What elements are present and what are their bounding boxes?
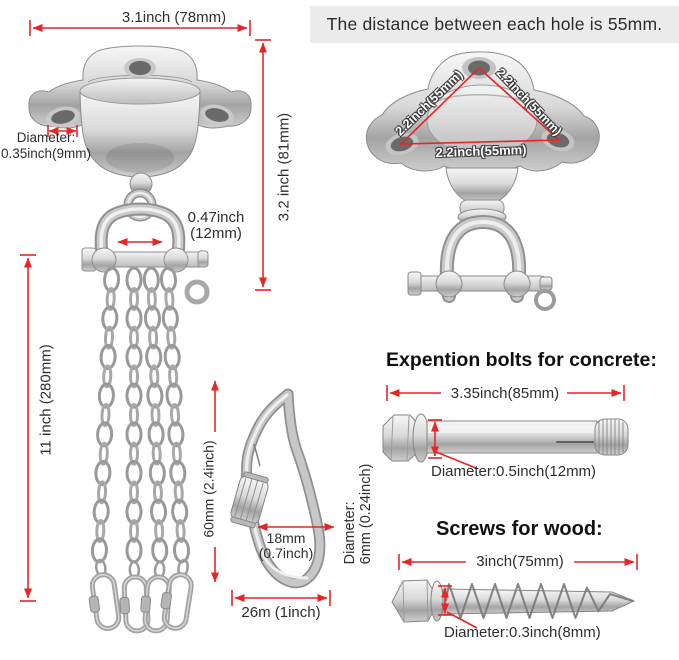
carabiner-image (230, 388, 326, 589)
screw-lock-sleeve (230, 471, 269, 529)
plate-hole-left (46, 106, 80, 128)
height-dimension-label: 3.2 inch (81mm) (275, 112, 293, 222)
cotter-ring (534, 289, 556, 311)
swing-hanger-front-image (28, 45, 252, 634)
width-dimension-label: 3.1inch (78mm) (121, 9, 227, 26)
chain-length-label: 11 inch (280mm) (37, 344, 55, 456)
plate-hole-right (200, 104, 234, 126)
carabiner-width-label: 26m (1inch) (241, 604, 321, 621)
screw-length-label: 3inch(75mm) (476, 553, 564, 570)
carabiner-wire-diameter-label: Diameter: 6mm (0.24inch) (342, 463, 374, 565)
expansion-bolt-image (382, 413, 629, 463)
hanging-ring (184, 279, 210, 305)
carabiner-height-label: 60mm (2.4inch) (200, 440, 217, 538)
hole-diameter-label: Diameter: 0.35inch(9mm) (0, 130, 92, 161)
chains-image (90, 266, 191, 564)
plate-hole-top (124, 58, 156, 78)
carabiner-inner-width-label: 18mm (0.7inch) (258, 530, 314, 561)
screw-diameter-label: Diameter:0.3inch(8mm) (444, 624, 601, 641)
wood-screw-title: Screws for wood: (436, 518, 603, 540)
shackle-width-label: 0.47inch (12mm) (187, 209, 245, 242)
bolt-diameter-label: Diameter:0.5inch(12mm) (431, 463, 597, 480)
bolt-length-label: 3.35inch(85mm) (450, 385, 560, 402)
distance-banner: The distance between each hole is 55mm. (310, 6, 679, 43)
concrete-bolt-title: Expention bolts for concrete: (386, 349, 657, 371)
mini-carabiners-image (88, 558, 194, 634)
banner-text: The distance between each hole is 55mm. (326, 14, 663, 34)
hole-spacing-label-bottom: 2.2inch(55mm) (435, 141, 527, 161)
